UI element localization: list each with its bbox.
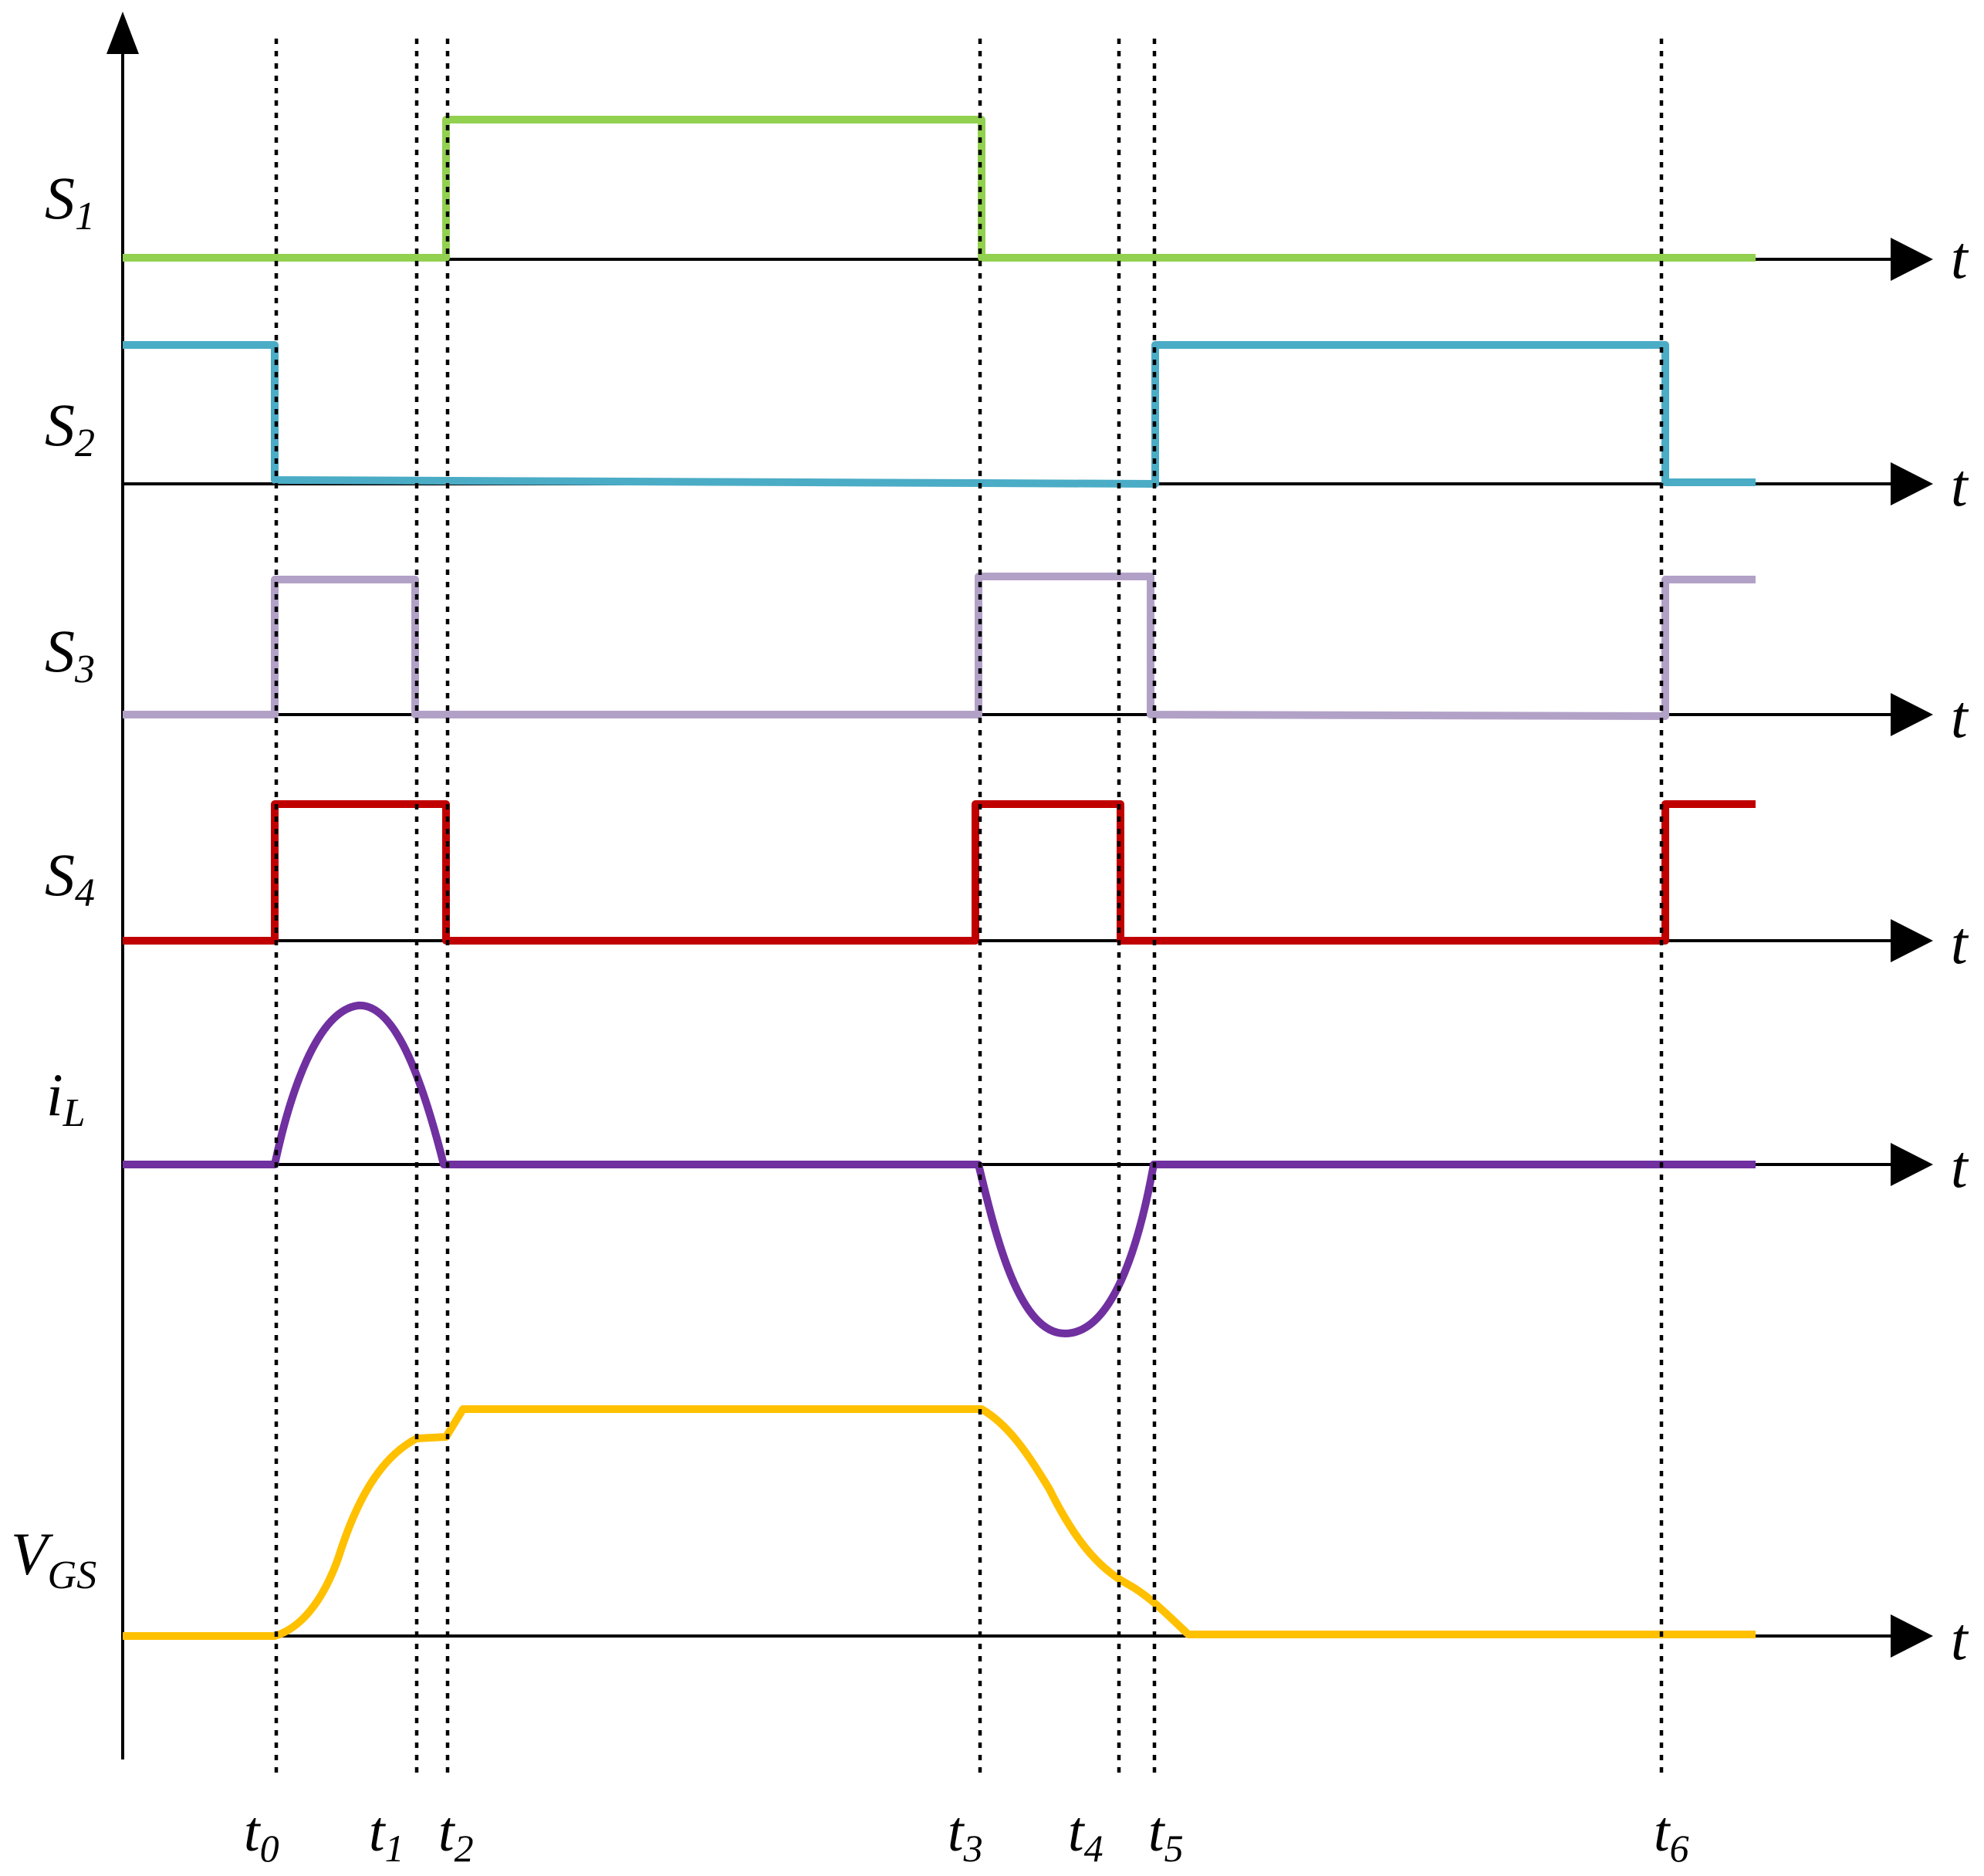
axis-s4: t: [123, 909, 1969, 976]
time-label-t3: t3: [948, 1800, 983, 1870]
vertical-axis: [106, 12, 139, 1759]
axis-s4-arrow-icon: [1891, 919, 1933, 962]
waveforms: [123, 116, 1756, 1640]
time-marker-lines: [274, 39, 1664, 1775]
axis-il-arrow-icon: [1891, 1143, 1933, 1186]
waveform-s3: [123, 573, 1756, 720]
label-s1: S1: [45, 164, 95, 238]
time-label-t0: t0: [244, 1800, 279, 1870]
time-label-t4: t4: [1068, 1800, 1104, 1870]
axis-vgs-label: t: [1951, 1605, 1969, 1672]
time-label-t5: t5: [1148, 1800, 1184, 1870]
time-label-t2: t2: [438, 1800, 474, 1870]
axis-vgs: t: [123, 1605, 1969, 1672]
axis-s1-arrow-icon: [1891, 238, 1933, 281]
axis-s3-label: t: [1951, 683, 1969, 750]
label-s3: S3: [45, 617, 95, 691]
waveform-s1: [123, 116, 1756, 262]
vertical-axis-arrow-icon: [106, 12, 139, 54]
axis-s4-label: t: [1951, 909, 1969, 976]
horizontal-axes: t t t t t t: [123, 224, 1969, 1672]
label-il: iL: [46, 1061, 86, 1135]
axis-s2-label: t: [1951, 451, 1969, 519]
axis-vgs-arrow-icon: [1891, 1614, 1933, 1658]
label-vgs: VGS: [11, 1520, 96, 1597]
axis-s2-arrow-icon: [1891, 462, 1933, 505]
waveform-s4: [123, 800, 1756, 945]
waveform-vgs: [123, 1405, 1756, 1640]
waveform-il: [123, 1001, 1756, 1337]
label-s4: S4: [45, 841, 95, 915]
waveform-s2: [123, 341, 1756, 488]
signal-labels: S1 S2 S3 S4 iL VGS: [11, 164, 96, 1597]
axis-s3-arrow-icon: [1891, 693, 1933, 736]
time-label-t1: t1: [369, 1800, 404, 1870]
time-marker-labels: t0 t1 t2 t3 t4 t5 t6: [244, 1800, 1689, 1870]
axis-s3: t: [123, 683, 1969, 750]
label-s2: S2: [45, 391, 95, 465]
axis-il-label: t: [1951, 1133, 1969, 1200]
axis-s1-label: t: [1951, 224, 1969, 291]
time-label-t6: t6: [1654, 1800, 1689, 1870]
